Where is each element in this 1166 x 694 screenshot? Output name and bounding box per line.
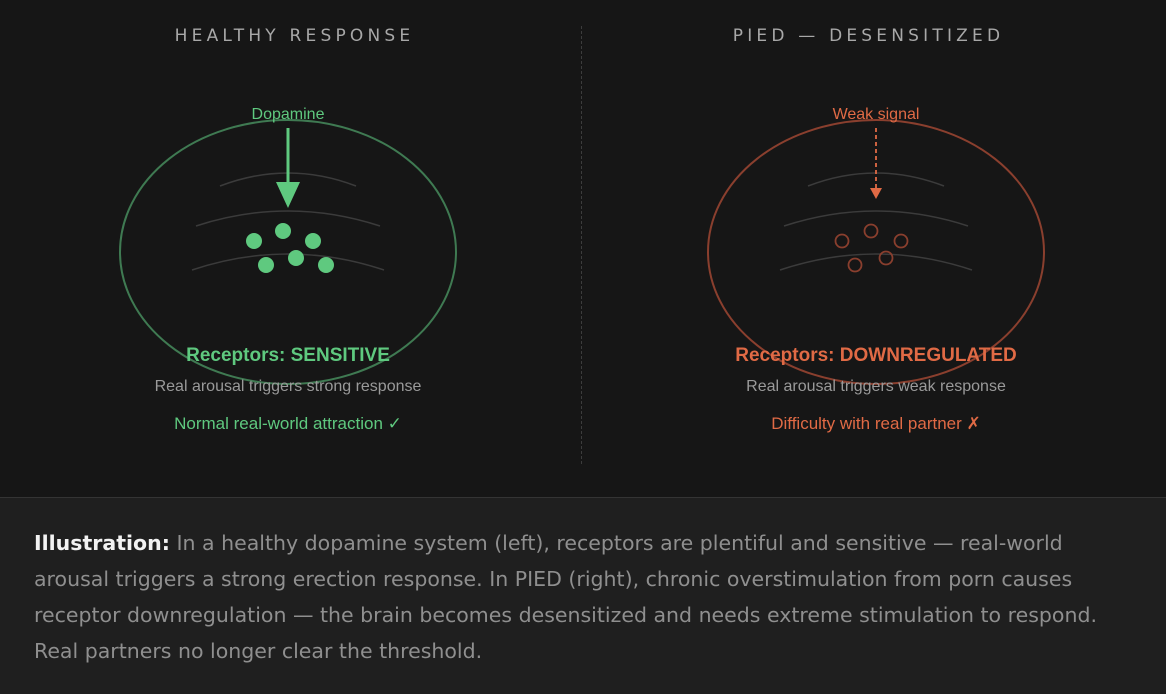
receptor-ring <box>895 235 908 248</box>
healthy-diagram: Dopamine <box>120 106 456 384</box>
receptor-dot <box>318 257 334 273</box>
pied-signal-label: Weak signal <box>833 106 920 123</box>
receptor-dot <box>288 250 304 266</box>
pied-diagram: Weak signal <box>708 106 1044 384</box>
healthy-result: Normal real-world attraction ✓ <box>88 414 488 434</box>
receptor-dot <box>275 223 291 239</box>
illustration-note: Illustration: In a healthy dopamine syst… <box>0 497 1166 694</box>
illustration-note-body: In a healthy dopamine system (left), rec… <box>34 531 1097 663</box>
weak-signal-arrow-head <box>870 188 882 199</box>
illustration-note-text: Illustration: In a healthy dopamine syst… <box>34 525 1134 669</box>
pied-brain-fold <box>784 211 968 226</box>
pied-brain-fold <box>780 254 972 270</box>
receptor-ring <box>849 259 862 272</box>
receptor-dot <box>258 257 274 273</box>
receptor-dot <box>305 233 321 249</box>
pied-response-subtitle: Real arousal triggers weak response <box>676 378 1076 396</box>
healthy-receptor-status: Receptors: SENSITIVE <box>88 345 488 367</box>
comparison-figure: HEALTHY RESPONSE PIED — DESENSITIZED Dop… <box>0 0 1166 497</box>
illustration-note-label: Illustration: <box>34 531 170 555</box>
receptor-dot <box>246 233 262 249</box>
healthy-signal-label: Dopamine <box>252 106 325 123</box>
pied-receptor-status: Receptors: DOWNREGULATED <box>676 345 1076 367</box>
healthy-brain-fold <box>196 211 380 226</box>
healthy-brain-fold <box>192 254 384 270</box>
healthy-response-subtitle: Real arousal triggers strong response <box>88 378 488 396</box>
dopamine-arrow-head <box>276 182 300 208</box>
receptor-ring <box>865 225 878 238</box>
pied-result: Difficulty with real partner ✗ <box>676 414 1076 434</box>
receptor-ring <box>836 235 849 248</box>
